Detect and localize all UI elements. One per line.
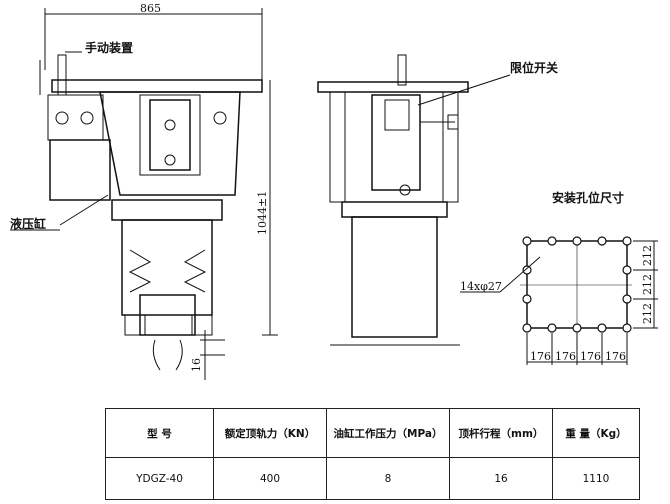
cell-working-pressure: 8 (326, 457, 450, 500)
mounting-holes-title: 安装孔位尺寸 (552, 190, 624, 205)
vertical-spacing-2: 212 (641, 274, 654, 295)
front-view: 865 手动装置 液压缸 1044±1 16 (10, 2, 278, 380)
header-rated-force: 额定顶轨力（KN） (213, 408, 327, 458)
cell-model: YDGZ-40 (105, 457, 214, 500)
width-dimension: 865 (140, 2, 161, 15)
table-row: YDGZ-40 400 8 16 1110 (105, 457, 640, 500)
hydraulic-cylinder-label: 液压缸 (10, 216, 46, 231)
hole-count-dimension: 14xφ27 (460, 280, 502, 293)
limit-switch-label: 限位开关 (510, 60, 558, 75)
side-view: 限位开关 (317, 54, 558, 346)
cell-rated-force: 400 (213, 457, 327, 500)
horizontal-spacing-1: 176 (530, 350, 551, 363)
cell-stroke: 16 (449, 457, 553, 500)
table-header-row: 型 号 额定顶轨力（KN） 油缸工作压力（MPa） 顶杆行程（mm） 重 量（K… (105, 408, 640, 458)
header-model: 型 号 (105, 408, 214, 458)
header-stroke: 顶杆行程（mm） (449, 408, 553, 458)
stroke-dimension: 16 (190, 358, 203, 372)
horizontal-spacing-4: 176 (605, 350, 626, 363)
header-weight: 重 量（Kg） (552, 408, 640, 458)
horizontal-spacing-3: 176 (580, 350, 601, 363)
header-working-pressure: 油缸工作压力（MPa） (326, 408, 450, 458)
horizontal-spacing-2: 176 (555, 350, 576, 363)
manual-device-label: 手动装置 (85, 40, 133, 55)
mounting-hole-layout: 安装孔位尺寸 14xφ27 212 212 212 176 176 176 17… (460, 190, 658, 365)
vertical-spacing-3: 212 (641, 303, 654, 324)
vertical-spacing-1: 212 (641, 245, 654, 266)
height-dimension: 1044±1 (256, 191, 269, 235)
cell-weight: 1110 (552, 457, 640, 500)
spec-table: 型 号 额定顶轨力（KN） 油缸工作压力（MPa） 顶杆行程（mm） 重 量（K… (105, 408, 640, 500)
